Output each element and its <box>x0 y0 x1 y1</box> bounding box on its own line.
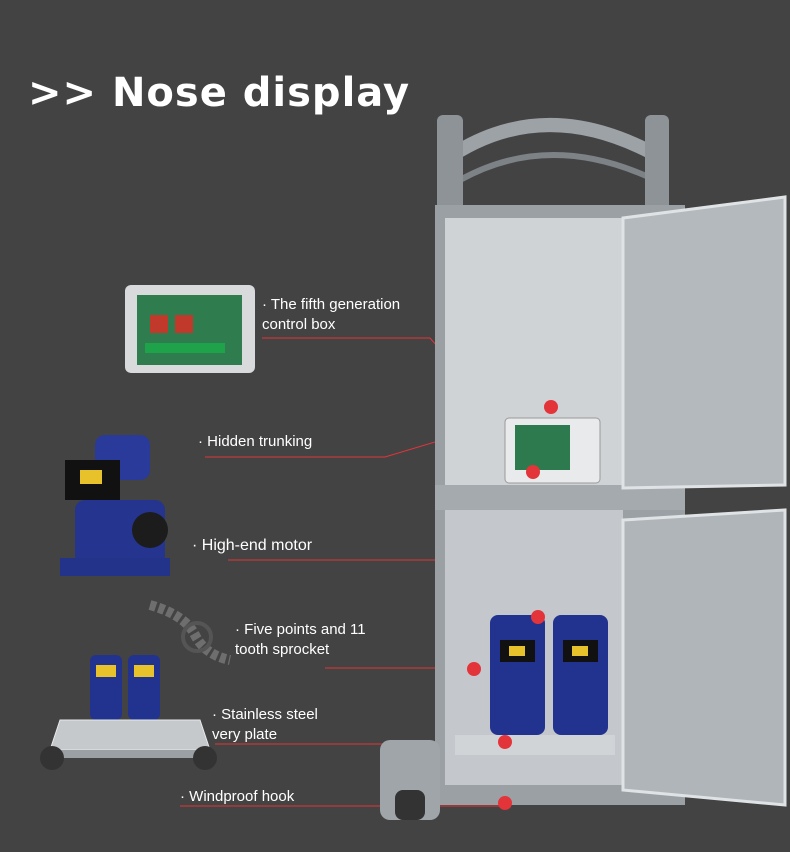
door-opener-illustration <box>380 115 787 820</box>
label-sprocket: · Five points and 11 tooth sprocket <box>235 621 366 658</box>
stainless-plate-image <box>40 655 217 770</box>
control-box-image <box>125 285 255 373</box>
label-control-box: · The fifth generation control box <box>262 296 401 333</box>
callout-dot-trunking <box>544 400 558 414</box>
callout-dot-sprocket <box>467 662 481 676</box>
callout-dot-hook <box>498 796 512 810</box>
callout-dot-control-box <box>526 465 540 479</box>
label-high-end-motor: · High-end motor <box>192 537 313 554</box>
sprocket-chain-image <box>148 600 232 665</box>
label-windproof: · Windproof hook <box>180 788 295 805</box>
callout-dot-plate <box>498 735 512 749</box>
callout-dot-motor <box>531 610 545 624</box>
label-hidden-trunking: · Hidden trunking <box>198 433 313 450</box>
label-stainless: · Stainless steel very plate <box>212 706 318 743</box>
motor-image <box>60 435 170 576</box>
page-title: >> Nose display <box>28 70 411 116</box>
